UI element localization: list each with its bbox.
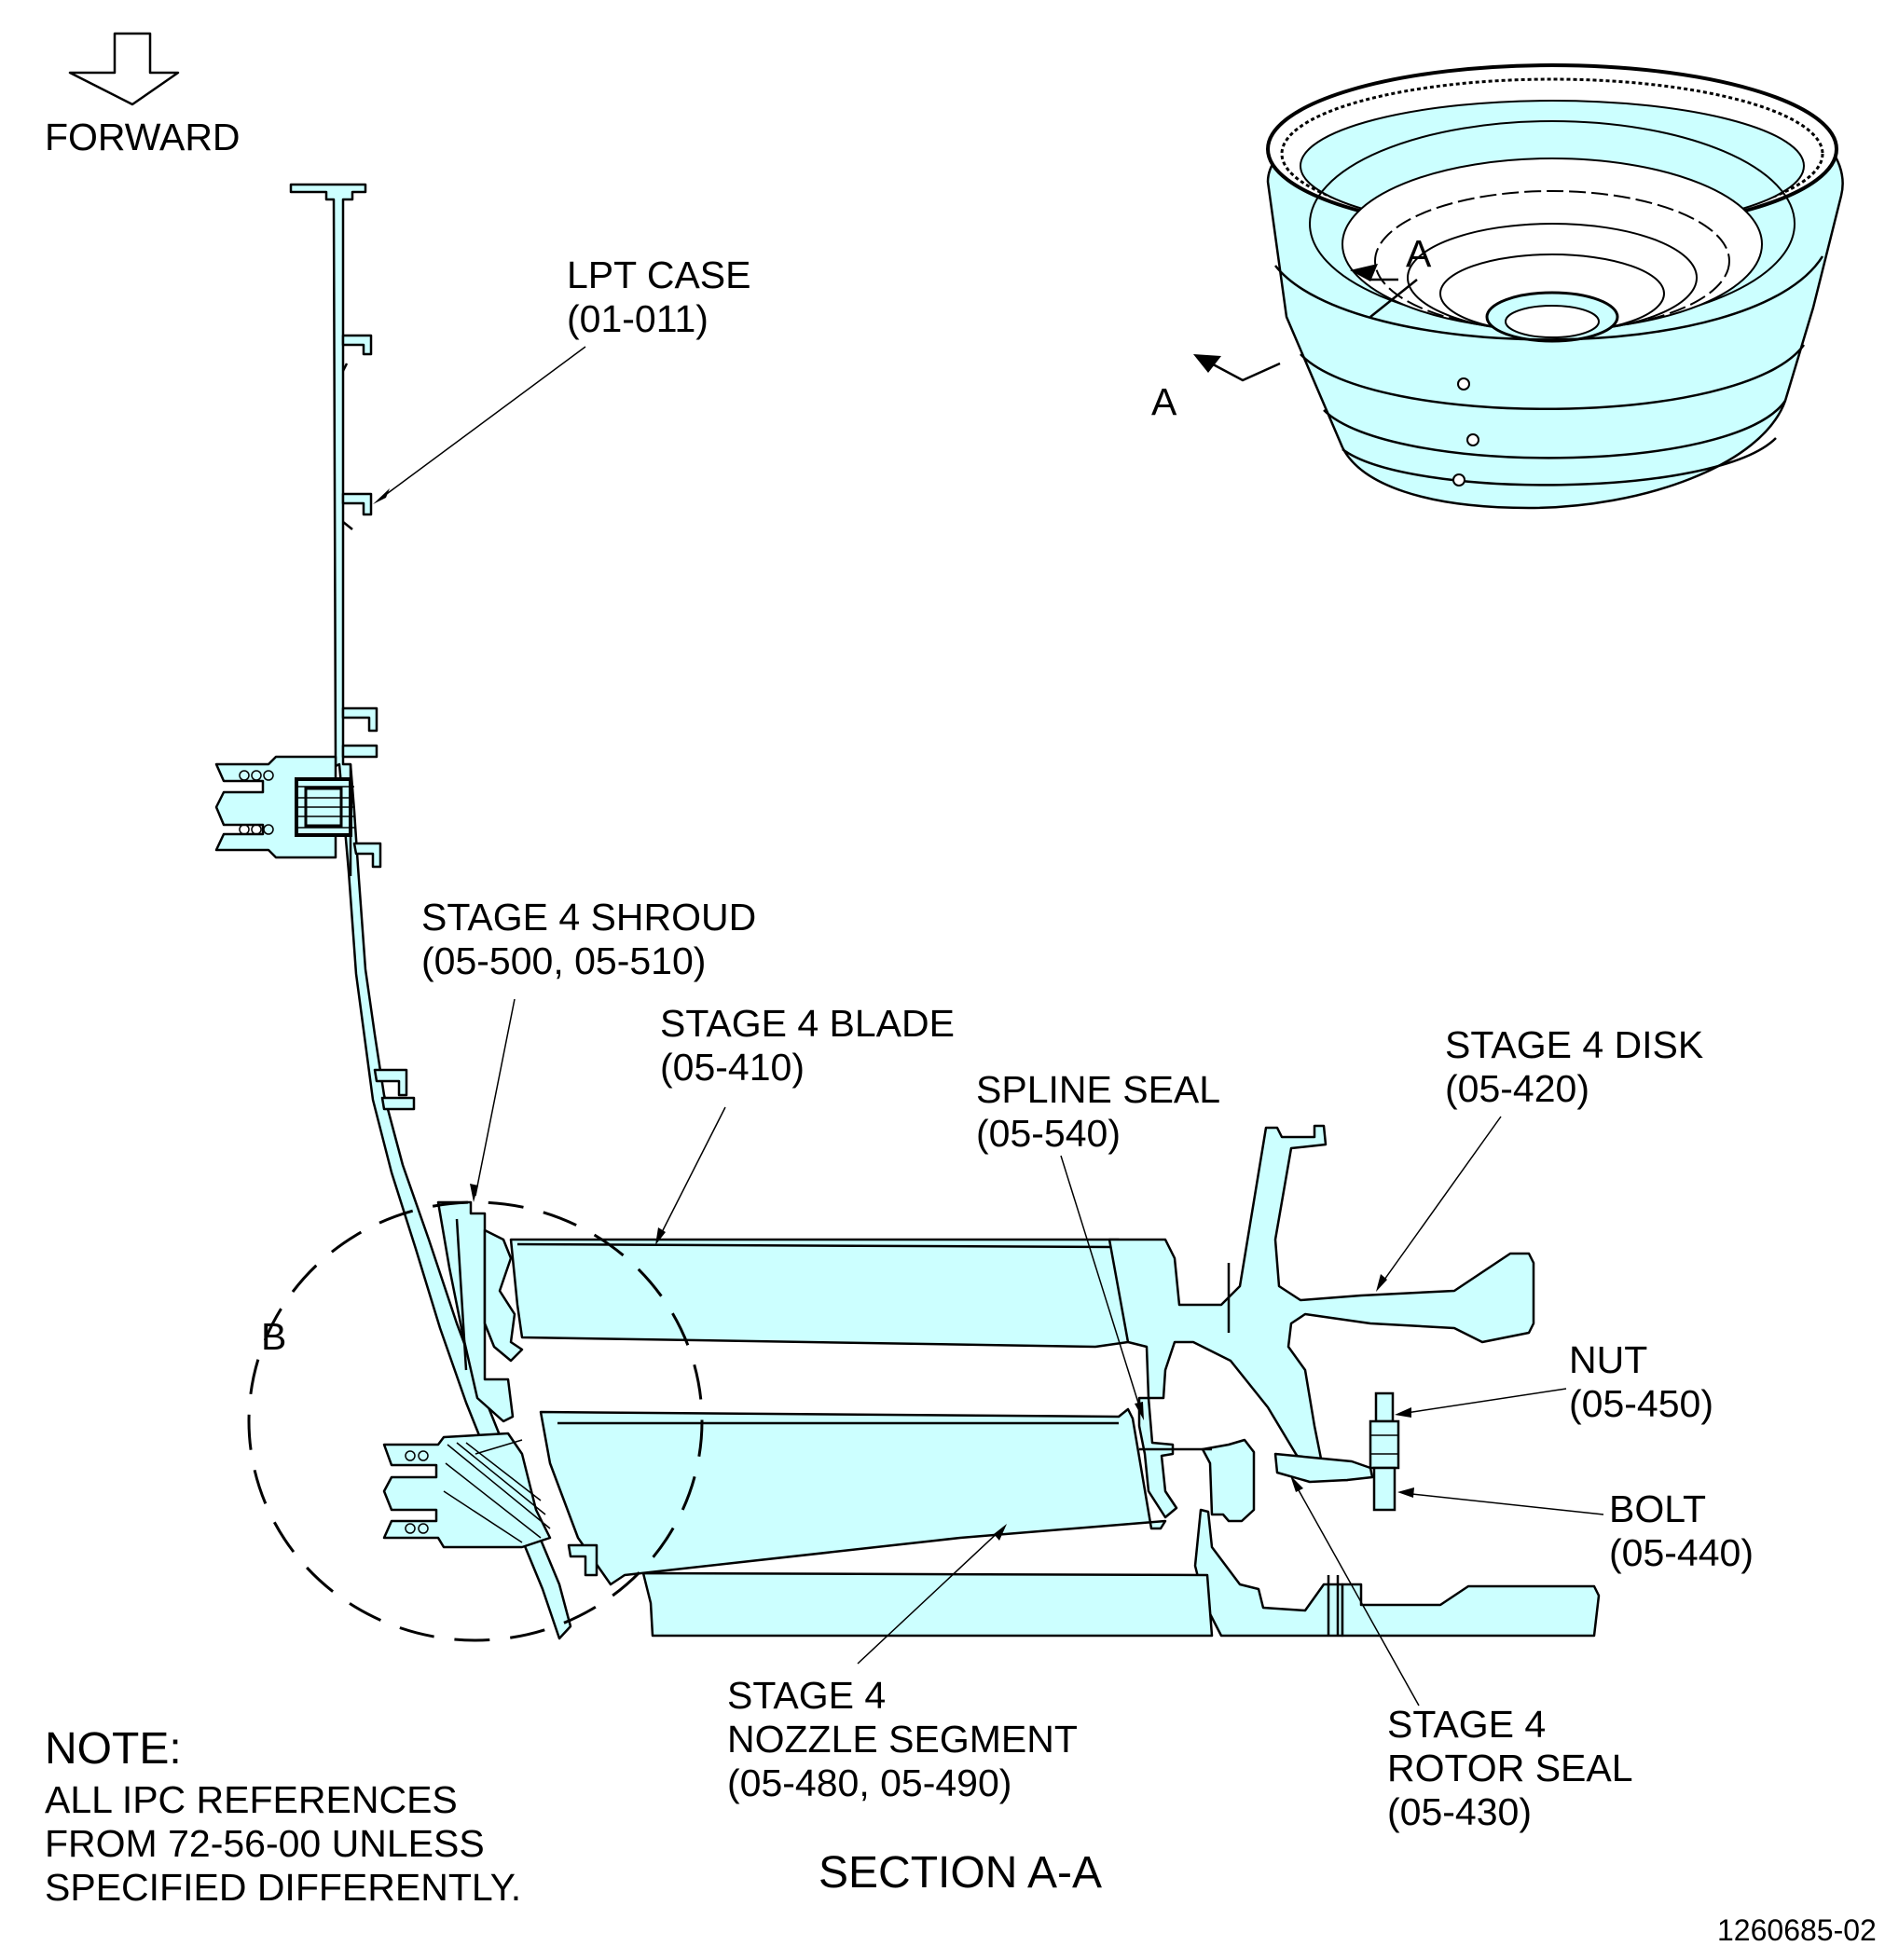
- detail-b-circle: [247, 1200, 704, 1642]
- svg-text:SPECIFIED DIFFERENTLY.: SPECIFIED DIFFERENTLY.: [45, 1866, 521, 1909]
- upper-flange-assembly: [214, 755, 354, 859]
- svg-text:NUT: NUT: [1569, 1338, 1647, 1381]
- stage4-blade: [509, 1238, 1130, 1349]
- svg-text:(05-540): (05-540): [976, 1112, 1121, 1155]
- section-title: SECTION A-A: [819, 1848, 1102, 1898]
- svg-text:STAGE 4 BLADE: STAGE 4 BLADE: [660, 1002, 955, 1045]
- svg-text:(05-500, 05-510): (05-500, 05-510): [421, 939, 706, 982]
- label-stage4-nozzle: STAGE 4 NOZZLE SEGMENT (05-480, 05-490): [727, 1674, 1078, 1804]
- svg-text:STAGE 4: STAGE 4: [1387, 1703, 1546, 1746]
- svg-text:STAGE 4 DISK: STAGE 4 DISK: [1445, 1023, 1703, 1066]
- view-letter-inner: A: [1406, 232, 1432, 275]
- svg-text:FROM 72-56-00 UNLESS: FROM 72-56-00 UNLESS: [45, 1822, 485, 1865]
- svg-text:(05-440): (05-440): [1609, 1531, 1754, 1574]
- label-stage4-blade: STAGE 4 BLADE (05-410): [660, 1002, 955, 1089]
- label-stage4-shroud: STAGE 4 SHROUD (05-500, 05-510): [421, 896, 756, 982]
- svg-text:(05-430): (05-430): [1387, 1790, 1532, 1833]
- lower-flange-assembly: [382, 1432, 599, 1577]
- svg-text:(05-410): (05-410): [660, 1046, 805, 1089]
- stage4-disk: [1108, 1124, 1535, 1482]
- svg-text:NOTE:: NOTE:: [45, 1724, 182, 1774]
- forward-arrow-icon: [68, 32, 180, 106]
- detail-letter: B: [261, 1315, 286, 1358]
- svg-text:SPLINE SEAL: SPLINE SEAL: [976, 1068, 1220, 1111]
- view-letter: A: [1151, 380, 1177, 423]
- bolt-and-nut: [1369, 1391, 1400, 1512]
- svg-text:(05-450): (05-450): [1569, 1382, 1713, 1425]
- svg-text:(05-480, 05-490): (05-480, 05-490): [727, 1761, 1011, 1804]
- svg-text:(01-011): (01-011): [567, 297, 709, 340]
- label-lpt-case: LPT CASE (01-011): [567, 254, 751, 340]
- stage4-nozzle-segment: [539, 1407, 1344, 1638]
- note-block: NOTE: ALL IPC REFERENCES FROM 72-56-00 U…: [45, 1724, 521, 1909]
- svg-text:ROTOR SEAL: ROTOR SEAL: [1387, 1747, 1633, 1789]
- svg-text:ALL IPC REFERENCES: ALL IPC REFERENCES: [45, 1778, 458, 1821]
- stage4-shroud: [436, 1200, 524, 1423]
- svg-text:STAGE 4 SHROUD: STAGE 4 SHROUD: [421, 896, 756, 939]
- lpt-isometric-view: [1266, 63, 1844, 510]
- label-stage4-rotor-seal: STAGE 4 ROTOR SEAL (05-430): [1387, 1703, 1633, 1833]
- section-arrow-icon: [1193, 354, 1281, 382]
- svg-text:NOZZLE SEGMENT: NOZZLE SEGMENT: [727, 1718, 1078, 1761]
- svg-text:STAGE 4: STAGE 4: [727, 1674, 886, 1717]
- leader-lines: [373, 346, 1604, 1706]
- svg-text:BOLT: BOLT: [1609, 1487, 1706, 1530]
- label-stage4-disk: STAGE 4 DISK (05-420): [1445, 1023, 1703, 1110]
- label-spline-seal: SPLINE SEAL (05-540): [976, 1068, 1220, 1155]
- label-bolt: BOLT (05-440): [1609, 1487, 1754, 1574]
- label-nut: NUT (05-450): [1569, 1338, 1713, 1425]
- lower-disk-arm: [1327, 1575, 1601, 1638]
- lower-blade: [641, 1571, 1214, 1638]
- stage4-rotor-seal: [1137, 1396, 1374, 1523]
- figure-id: 1260685-02: [1717, 1913, 1877, 1947]
- forward-label: FORWARD: [45, 116, 241, 158]
- svg-text:LPT CASE: LPT CASE: [567, 254, 751, 296]
- svg-text:(05-420): (05-420): [1445, 1067, 1589, 1110]
